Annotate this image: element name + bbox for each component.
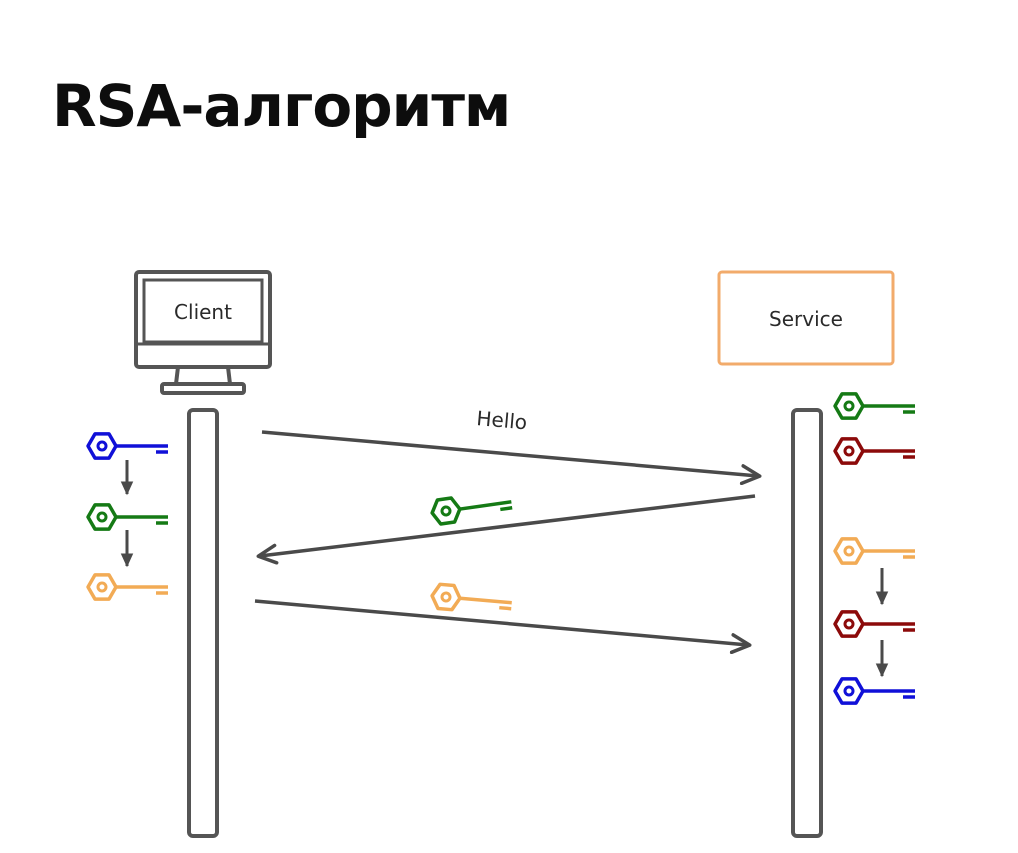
keys-layer xyxy=(86,392,915,705)
client-monitor-icon xyxy=(134,270,272,395)
service-label: Service xyxy=(769,307,843,331)
service-red-key-icon-2 xyxy=(833,610,915,638)
client-blue-key-icon xyxy=(86,432,168,460)
page-title: RSA-алгоритм xyxy=(52,72,511,140)
public-key-return-arrow xyxy=(256,494,756,565)
client-orange-key-icon xyxy=(86,573,168,601)
service-green-key-icon xyxy=(833,392,915,420)
service-box xyxy=(717,270,895,366)
transit-orange-key-icon xyxy=(430,582,512,612)
service-blue-key-icon xyxy=(833,677,915,705)
client-lifeline xyxy=(187,408,219,838)
service-orange-key-icon xyxy=(833,537,915,565)
client-green-key-icon xyxy=(86,503,168,531)
encrypted-key-arrow xyxy=(254,599,752,655)
service-red-key-icon xyxy=(833,437,915,465)
service-lifeline xyxy=(791,408,823,838)
hello-arrow xyxy=(261,430,762,486)
client-label: Client xyxy=(174,300,232,324)
hello-label: Hello xyxy=(476,406,529,434)
transit-green-key-icon xyxy=(430,496,513,526)
